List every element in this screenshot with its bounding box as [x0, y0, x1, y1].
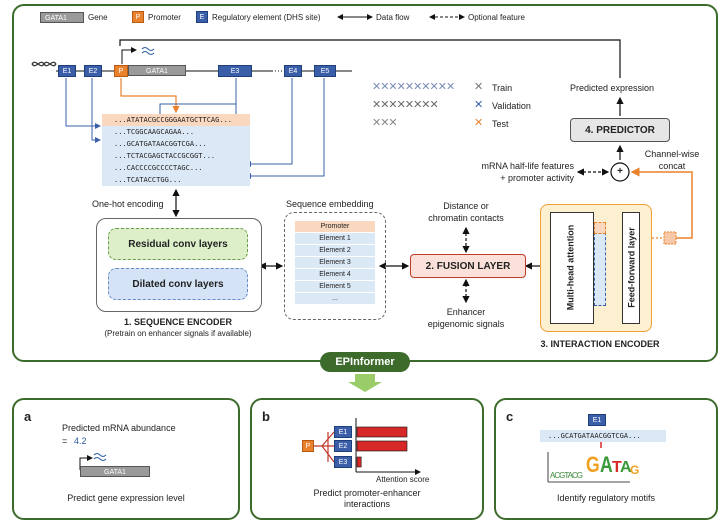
- panel-c-element: E1: [588, 414, 606, 426]
- panel-a-letter: a: [24, 409, 32, 424]
- embedding-row: Element 3: [295, 257, 375, 269]
- embedding-row: Element 1: [295, 233, 375, 245]
- sequence-encoder-title: 1. SEQUENCE ENCODER: [123, 317, 233, 327]
- residual-conv-layers: Residual conv layers: [108, 228, 248, 260]
- ff-block: [622, 212, 640, 324]
- panel-a-abundance-label: Predicted mRNA abundance: [62, 423, 176, 433]
- sequence-row: ...GCATGATAACGGTCGA...: [102, 138, 250, 150]
- sequence-row: ...TCATACCTGG...: [102, 174, 250, 186]
- panel-b-element-e3: E3: [334, 456, 352, 468]
- motif-logo: ACGTACG G A T A G: [550, 452, 640, 480]
- fusion-layer: 2. FUSION LAYER: [410, 254, 526, 278]
- panel-c-frame: [494, 398, 718, 520]
- attention-promoter-token: [594, 222, 606, 234]
- attention-block: [550, 212, 594, 324]
- embedding-row: Element 5: [295, 281, 375, 293]
- mrna-features-label: mRNA half-life features + promoter activ…: [481, 161, 574, 183]
- epinformer-banner: EPInformer: [320, 352, 410, 372]
- panel-a-equals: =: [62, 436, 68, 446]
- predicted-expression-label: Predicted expression: [570, 83, 655, 93]
- channel-concat-label: Channel-wise concat: [644, 149, 700, 171]
- panel-a-frame: [12, 398, 240, 520]
- predictor-block: 4. PREDICTOR: [570, 118, 670, 142]
- attention-score-bar: [356, 456, 362, 468]
- attention-score-bars: [356, 426, 408, 468]
- panel-b-letter: b: [262, 409, 270, 424]
- chromosome-test-icon: ✕: [474, 117, 484, 129]
- dilated-conv-layers: Dilated conv layers: [108, 268, 248, 300]
- attention-score-bar: [356, 440, 408, 452]
- panel-b-frame: [250, 398, 484, 520]
- sequence-promoter: ...ATATACGCCGGGAATGCTTCAG...: [102, 114, 250, 126]
- chromosome-icons: ✕✕✕✕✕✕✕✕✕✕ ✕✕✕✕✕✕✕✕ ✕✕✕: [372, 81, 455, 129]
- attention-score-bar: [356, 426, 408, 438]
- chromosome-train-label: Train: [492, 83, 513, 93]
- embedding-box: Promoter Element 1 Element 2 Element 3 E…: [284, 212, 386, 320]
- panel-a-gene: GATA1: [80, 466, 150, 477]
- sequence-row: ...CACCCCGCCCCTAGC...: [102, 162, 250, 174]
- panel-c-letter: c: [506, 409, 514, 424]
- panel-b-element-e1: E1: [334, 426, 352, 438]
- panel-a-caption: Predict gene expression level: [67, 493, 185, 503]
- chromosome-validation-icon: ✕: [474, 99, 484, 111]
- legend-data-flow-label: Data flow: [376, 13, 410, 22]
- panel-b-element-e2: E2: [334, 440, 352, 452]
- sequence-row: ...TCTACGAGCTACCGCGGT...: [102, 150, 250, 162]
- embedding-row: ...: [295, 293, 375, 305]
- legend-gene-label: Gene: [88, 13, 108, 22]
- panel-c-sequence: ...GCATGATAACGGTCGA...: [540, 430, 666, 442]
- concat-plus-sign: +: [617, 166, 623, 177]
- chromosome-train-icon: ✕: [474, 81, 484, 93]
- panel-c-caption: Identify regulatory motifs: [556, 493, 656, 503]
- embedding-row: Element 4: [295, 269, 375, 281]
- sequence-row: ...TCGGCAAGCAGAA...: [102, 126, 250, 138]
- locus-element-e1: E1: [58, 65, 76, 77]
- sequence-encoder-subtitle: (Pretrain on enhancer signals if availab…: [104, 329, 252, 338]
- embedding-row: Element 2: [295, 245, 375, 257]
- panel-b-promoter: P: [302, 440, 314, 452]
- onehot-label: One-hot encoding: [92, 199, 164, 209]
- legend-promoter-box: P: [132, 11, 144, 23]
- locus-element-e4: E4: [284, 65, 302, 77]
- chromosome-test-label: Test: [492, 119, 509, 129]
- chromosome-validation-label: Validation: [492, 101, 531, 111]
- panel-b-caption: Predict promoter-enhancer interactions: [313, 488, 421, 509]
- legend-optional-label: Optional feature: [468, 13, 525, 22]
- embedding-title: Sequence embedding: [286, 199, 374, 209]
- ff-label: Feed-forward layer: [626, 227, 637, 308]
- locus-element-e3: E3: [218, 65, 252, 77]
- panel-a-value: 4.2: [74, 436, 87, 446]
- embedding-row-promoter: Promoter: [295, 221, 375, 233]
- fusion-top-input: Distance or chromatin contacts: [428, 201, 504, 223]
- panel-b-axis-label: Attention score: [376, 475, 430, 484]
- attention-token-column: [594, 222, 606, 306]
- locus-gene: GATA1: [128, 65, 186, 76]
- locus-element-e2: E2: [84, 65, 102, 77]
- legend-element-label: Regulatory element (DHS site): [212, 13, 321, 22]
- attention-label: Multi-head attention: [565, 224, 576, 311]
- interaction-encoder-title: 3. INTERACTION ENCODER: [540, 339, 660, 349]
- locus-element-e5: E5: [314, 65, 336, 77]
- fusion-bottom-input: Enhancer epigenomic signals: [427, 307, 505, 329]
- legend-element-box: E: [196, 11, 208, 23]
- locus-promoter: P: [114, 65, 128, 77]
- legend-gene-box: GATA1: [40, 12, 84, 23]
- legend-promoter-label: Promoter: [148, 13, 181, 22]
